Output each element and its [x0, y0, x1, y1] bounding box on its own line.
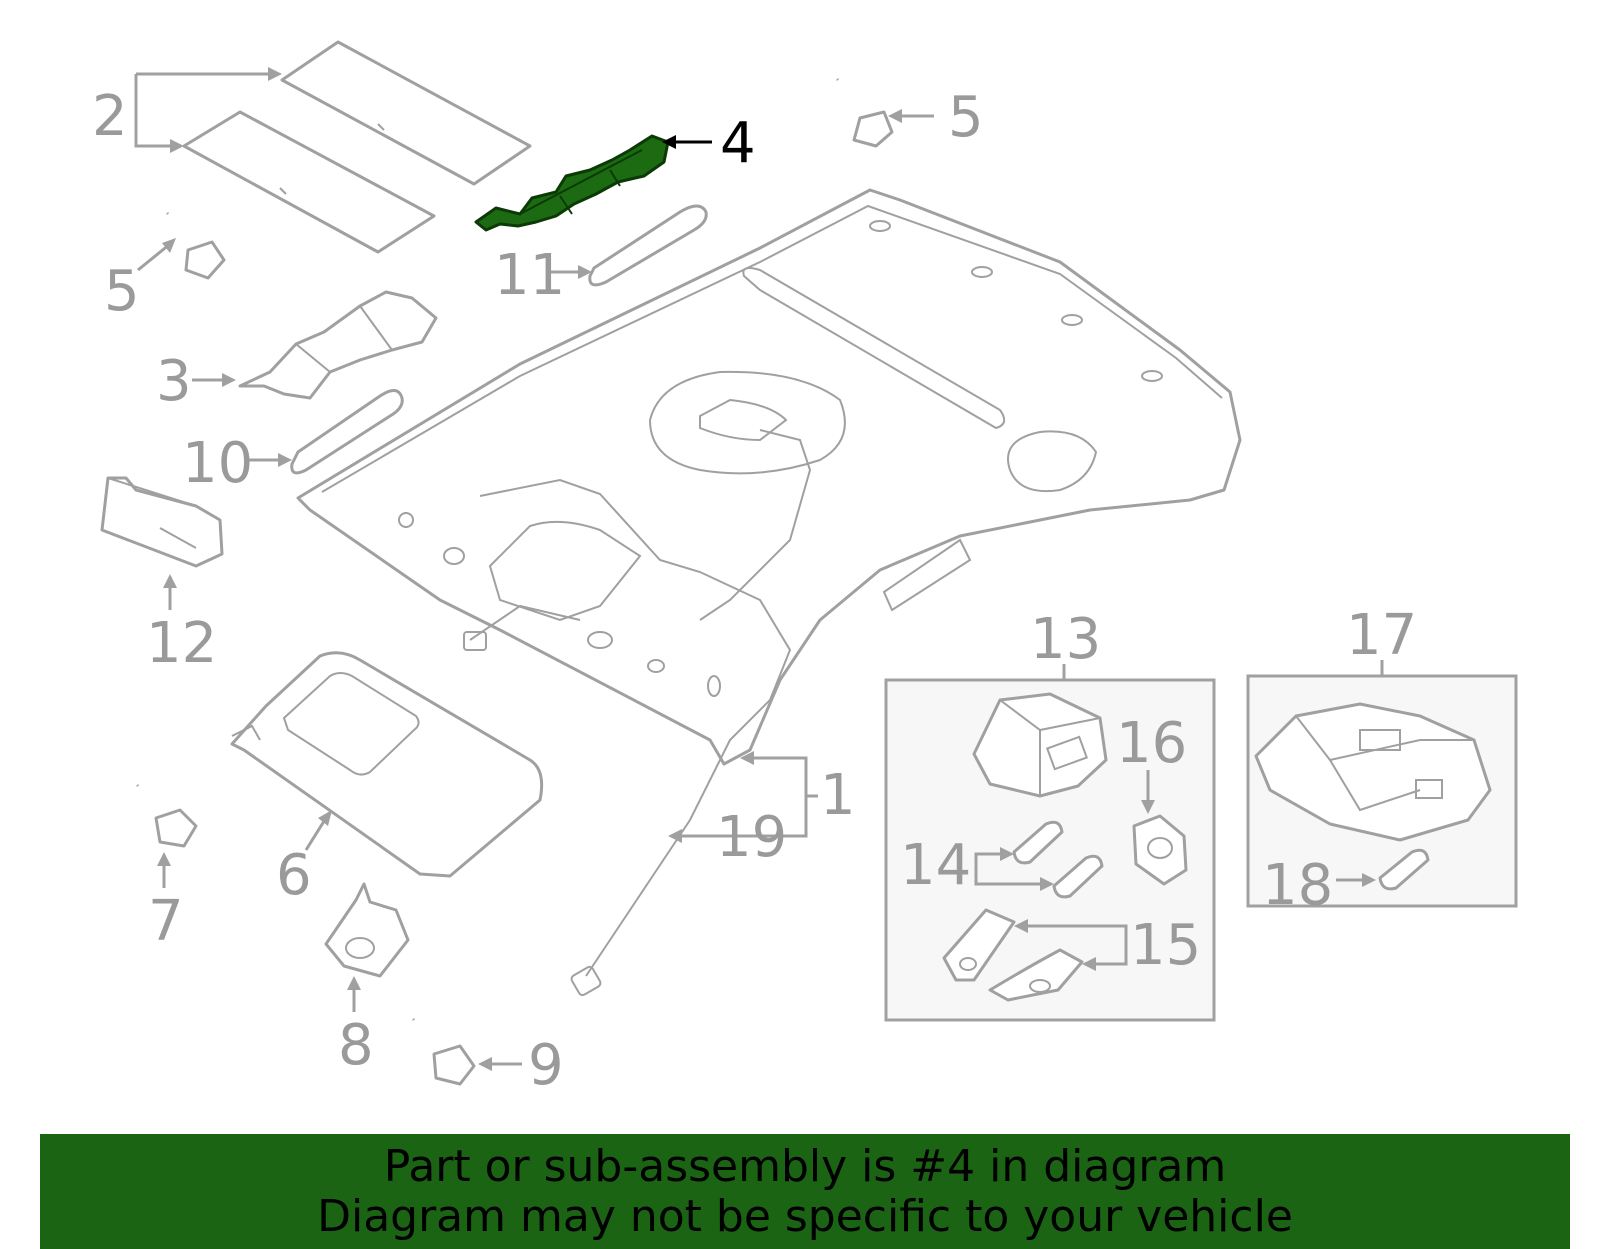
part-3-bracket[interactable] — [192, 290, 438, 400]
part-14-bulbs[interactable] — [974, 820, 1104, 899]
callout-3[interactable]: 3 — [156, 349, 192, 414]
info-banner: Part or sub-assembly is #4 in diagram Di… — [40, 1134, 1570, 1249]
callout-10[interactable]: 10 — [182, 431, 253, 496]
box-17-overhead-console[interactable] — [1246, 660, 1518, 908]
part-2-panels[interactable] — [134, 40, 532, 254]
part-16-switch[interactable] — [1132, 770, 1188, 886]
banner-line-disclaimer: Diagram may not be specific to your vehi… — [317, 1190, 1293, 1242]
callout-11[interactable]: 11 — [494, 243, 565, 308]
callout-5-left[interactable]: 5 — [104, 259, 140, 324]
callout-5-top[interactable]: 5 — [948, 85, 984, 150]
part-5-bolt-left[interactable] — [137, 211, 226, 280]
callout-8[interactable]: 8 — [338, 1013, 374, 1078]
part-12-lamp[interactable] — [100, 476, 224, 610]
part-15-lenses[interactable] — [942, 908, 1128, 1002]
part-4-bracket[interactable] — [474, 134, 712, 232]
box-13-map-lamp[interactable] — [884, 664, 1216, 1022]
callout-9[interactable]: 9 — [528, 1033, 564, 1098]
callout-15[interactable]: 15 — [1130, 913, 1201, 978]
part-9-bolt[interactable] — [410, 1017, 522, 1086]
part-18-bulb[interactable] — [1336, 848, 1430, 891]
banner-line-part: Part or sub-assembly is #4 in diagram — [383, 1140, 1227, 1192]
callout-17[interactable]: 17 — [1346, 603, 1417, 668]
callout-16[interactable]: 16 — [1116, 711, 1187, 776]
part-10-grab-handle[interactable] — [248, 389, 404, 475]
callout-4[interactable]: 4 — [720, 111, 756, 176]
callout-6[interactable]: 6 — [276, 843, 312, 908]
part-6-sun-visor[interactable] — [230, 651, 544, 878]
part-8-clip[interactable] — [324, 882, 410, 1012]
callout-1[interactable]: 1 — [820, 763, 856, 828]
part-11-grab-handle[interactable] — [550, 204, 708, 287]
callout-14[interactable]: 14 — [900, 833, 971, 898]
part-7-bolt[interactable] — [134, 783, 198, 888]
callout-19[interactable]: 19 — [716, 805, 787, 870]
part-1-headliner[interactable] — [296, 188, 1242, 997]
part-5-bolt-top[interactable] — [834, 77, 934, 148]
callout-13[interactable]: 13 — [1030, 607, 1101, 672]
callout-7[interactable]: 7 — [148, 889, 184, 954]
callout-12[interactable]: 12 — [146, 611, 217, 676]
callout-2[interactable]: 2 — [92, 84, 128, 149]
callout-18[interactable]: 18 — [1262, 853, 1333, 918]
parts-diagram: 2 4 5 5 11 3 10 12 13 17 16 1 19 6 14 18… — [92, 40, 1518, 1098]
